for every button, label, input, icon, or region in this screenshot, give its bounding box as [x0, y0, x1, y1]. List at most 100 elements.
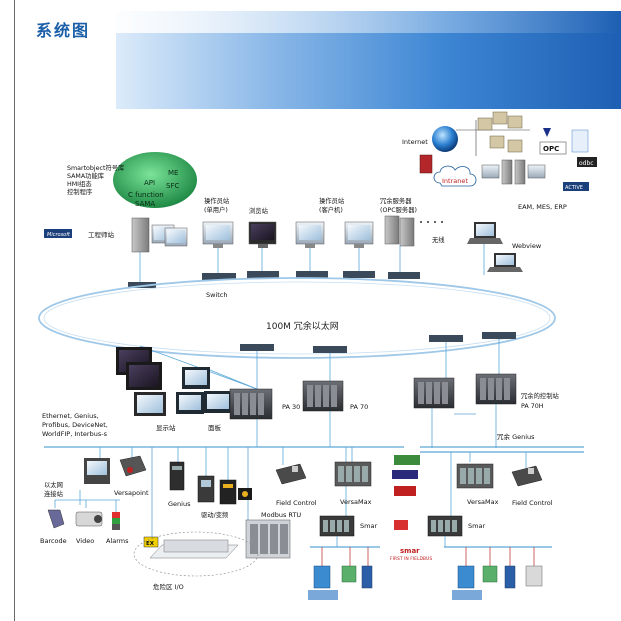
switch-label: Switch: [206, 291, 228, 299]
microsoft-logo-icon: [44, 229, 72, 238]
server-icon: [399, 217, 415, 247]
eam-mes-erp-label: EAM, MES, ERP: [518, 203, 567, 211]
network-switch-icon: [296, 271, 328, 278]
server-icon: [489, 135, 505, 149]
control-valve-icon: [457, 565, 475, 589]
internet-label: Internet: [402, 138, 428, 146]
genius-block: [169, 461, 185, 491]
network-switch-icon: [247, 271, 279, 278]
redundant-controller-sub: PA 70H: [521, 403, 544, 410]
fieldbus-logos: smar FIRST IN FIELDBUS: [390, 455, 432, 562]
software-item-hmi: HMI组态: [67, 179, 92, 188]
transmitter-icon: [341, 565, 357, 583]
field-instruments-right: [452, 547, 543, 600]
transmitter-icon: [482, 565, 498, 583]
barcode-scanner-icon: [47, 509, 65, 529]
control-valve-icon: [313, 565, 331, 589]
browser-station-label: 浏览站: [249, 206, 269, 215]
display-station-label: 显示站: [156, 423, 176, 432]
redundant-ethernet-ring: [38, 277, 556, 359]
partner-logo-icon: [543, 128, 551, 137]
server-icon: [384, 215, 400, 245]
intranet-label: Intranet: [442, 177, 468, 185]
video-label: Video: [76, 537, 94, 545]
cloud-item-api: API: [144, 179, 155, 187]
standards-logos: OPC odbc ACTIVE: [539, 128, 597, 191]
hazard-io-label: 危险区 I/O: [153, 582, 184, 591]
redundant-genius-label: 冗余 Genius: [497, 432, 535, 441]
pc-tower-icon: [514, 159, 526, 185]
pa30-label: PA 30: [282, 403, 300, 411]
pc-tower-icon: [131, 217, 150, 253]
ethernet-station-label: 以太网: [44, 480, 63, 489]
wireless-label: 无线: [432, 235, 445, 244]
activex-logo: ACTIVE: [565, 185, 583, 191]
recorder-icon: [525, 565, 543, 587]
left-margin-rule: [14, 0, 15, 621]
modbus-label: Modbus RTU: [261, 511, 301, 519]
ex-warning-label: EX: [146, 541, 155, 547]
webview-laptop: [487, 253, 523, 272]
genius-label: Genius: [168, 500, 191, 508]
versapoint-device: [119, 455, 147, 477]
monitor-icon: [481, 164, 500, 179]
cloud-item-me: ME: [168, 169, 178, 177]
versamax-right-label: VersaMax: [467, 498, 499, 506]
network-switch-icon: [202, 273, 236, 280]
intranet-clients: [481, 159, 546, 185]
barcode-scanner: [47, 509, 65, 529]
software-item-program: 控制程序: [67, 187, 92, 196]
network-switch-icon: [343, 271, 375, 278]
alarm-light-icon: [112, 512, 120, 518]
browser-station: [248, 221, 277, 248]
smar-logo-sub: FIRST IN FIELDBUS: [390, 556, 432, 562]
fieldbus-list-line1: Ethernet, Genius,: [42, 412, 99, 420]
network-switch-icon: [482, 332, 516, 339]
network-switch-icon: [429, 335, 463, 342]
pa70-controller: [302, 380, 344, 412]
operator-single-sub: (单用户): [204, 205, 228, 214]
software-item-sama: SAMA功能库: [67, 171, 104, 180]
function-cloud: [113, 152, 197, 208]
software-item-symbols: Smartobject符号库: [67, 163, 124, 172]
ring-label: 100M 冗余以太网: [266, 320, 339, 332]
odbc-logo: odbc: [579, 160, 594, 167]
pc-tower-icon: [501, 159, 513, 185]
intranet-cloud: Intranet: [433, 165, 477, 187]
engineering-station-label: 工程师站: [88, 230, 115, 239]
lower-switches: [240, 332, 516, 353]
versapoint-label: Versapoint: [114, 489, 149, 497]
redundant-controller-label: 冗余的控制站: [521, 391, 559, 400]
wireless-laptop: [467, 222, 503, 244]
software-cloud: ME API SFC C function SAMA: [113, 152, 197, 208]
pa70h-redundant-controller: [413, 373, 517, 409]
cloud-item-sfc: SFC: [166, 182, 179, 190]
field-control-icon: [275, 463, 307, 485]
operator-station-client: [295, 221, 374, 248]
smar-right-label: Smar: [468, 522, 485, 530]
drive-icon: [197, 475, 215, 503]
field-control-device-right: [511, 465, 543, 487]
versamax-module-right: [456, 463, 494, 489]
versapoint-icon: [119, 455, 147, 477]
modbus-modules: [245, 519, 291, 559]
fieldbus-list-line2: Profibus, DeviceNet,: [42, 421, 108, 429]
ethernet-station-sub: 连接站: [44, 489, 64, 498]
header-banner-highlight: [116, 11, 621, 33]
video-camera: [75, 511, 103, 527]
field-control-icon: [511, 465, 543, 487]
monitor-icon: [527, 164, 546, 179]
versamax-module: [334, 461, 372, 487]
opc-logo: OPC: [543, 145, 559, 153]
fieldbus-list-line3: WorldFIP, Interbus-s: [42, 430, 108, 438]
display-station-group: [116, 347, 166, 416]
redundant-server-label: 冗余服务器: [380, 196, 412, 205]
redundant-server: [384, 215, 415, 247]
operator-single-label: 操作员站: [204, 196, 230, 205]
hazard-zone-boundary: [133, 531, 259, 577]
barcode-label: Barcode: [40, 537, 67, 545]
smar-rack: [319, 515, 355, 537]
fieldbus-logo-icon: [394, 520, 408, 530]
